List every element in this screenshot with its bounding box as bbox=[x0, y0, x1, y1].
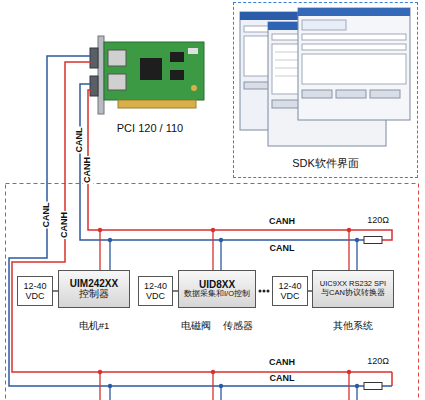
box-title: 12-40 VDC bbox=[20, 281, 50, 302]
bus-drop bbox=[99, 372, 100, 400]
ellipsis-dots bbox=[259, 290, 262, 293]
junction-dot bbox=[219, 384, 223, 388]
sdk-screenshot bbox=[370, 90, 400, 98]
junction-dot bbox=[355, 384, 359, 388]
can-wire bbox=[9, 56, 392, 386]
signal-name: CANL bbox=[42, 202, 52, 229]
pci-card bbox=[90, 36, 204, 114]
junction-dot bbox=[98, 228, 102, 232]
pci-card bbox=[90, 76, 98, 96]
ellipsis-dots bbox=[263, 290, 266, 293]
junction-dot bbox=[219, 238, 223, 242]
device-label: 其他系统 bbox=[333, 321, 373, 331]
junction-dot bbox=[347, 370, 351, 374]
resistor-symbol bbox=[364, 237, 382, 390]
pci-card bbox=[104, 42, 204, 100]
card-label: PCI 120 / 110 bbox=[117, 122, 183, 134]
pci-card bbox=[118, 100, 196, 108]
box-subtitle: 控制器 bbox=[79, 289, 109, 300]
sdk-screenshot bbox=[302, 54, 406, 84]
box-subtitle: 数据采集和I/O控制 bbox=[184, 290, 250, 299]
box-title: UIM242XX bbox=[70, 278, 118, 290]
can-wire bbox=[391, 372, 393, 386]
bus-drop bbox=[100, 230, 357, 400]
bus-drop bbox=[99, 230, 100, 270]
box-title: 12-40 VDC bbox=[275, 281, 305, 302]
signal-name: CANH bbox=[269, 358, 295, 368]
controller-box: UIM242XX控制器 bbox=[58, 270, 130, 308]
junction-dot bbox=[347, 228, 351, 232]
pci-card bbox=[90, 48, 98, 68]
device-label: 电机#1 bbox=[79, 321, 110, 331]
can-wire bbox=[80, 84, 364, 240]
resistor-symbol bbox=[364, 237, 382, 244]
signal-name: CANL bbox=[269, 374, 296, 384]
junction-dot bbox=[98, 370, 102, 374]
junction-dot bbox=[98, 228, 359, 388]
can-wire bbox=[9, 56, 392, 386]
power-box: 12-40 VDC bbox=[138, 276, 173, 306]
bus-drop bbox=[212, 230, 213, 270]
pci-card bbox=[191, 85, 197, 91]
pci-card bbox=[170, 70, 184, 80]
sdk-screenshot bbox=[298, 8, 410, 16]
bus-drop bbox=[109, 240, 110, 270]
signal-name: CANH bbox=[83, 156, 93, 184]
sdk-panel: SDK软件界面 bbox=[233, 2, 418, 178]
junction-dot bbox=[108, 384, 112, 388]
pci-card bbox=[188, 48, 198, 54]
power-box: 12-40 VDC bbox=[17, 276, 53, 306]
bus-drop bbox=[348, 230, 349, 270]
junction-dot bbox=[355, 238, 359, 242]
pci-card bbox=[108, 74, 126, 90]
pci-card bbox=[98, 36, 104, 114]
bus-drop bbox=[212, 372, 213, 400]
box-subtitle: 与CAN协议转换器 bbox=[321, 289, 385, 298]
pci-card bbox=[170, 52, 184, 62]
signal-name: CANH bbox=[60, 211, 70, 239]
box-title: 12-40 VDC bbox=[141, 281, 170, 302]
sdk-screenshot bbox=[302, 44, 406, 50]
converter-box: UIC9XX RS232 SPI与CAN协议转换器 bbox=[312, 270, 394, 308]
system-region bbox=[6, 184, 419, 400]
ellipsis-dots bbox=[259, 290, 270, 293]
device-label: 电磁阀 bbox=[181, 321, 211, 331]
sdk-screenshot bbox=[240, 8, 410, 146]
resistor-value: 120Ω bbox=[367, 216, 389, 226]
bus-drop bbox=[356, 240, 357, 270]
junction-dot bbox=[108, 238, 112, 242]
junction-dot bbox=[211, 370, 215, 374]
junction-dot bbox=[211, 228, 215, 232]
sdk-screenshot bbox=[302, 20, 346, 30]
power-box: 12-40 VDC bbox=[272, 276, 308, 306]
sdk-screenshot bbox=[336, 90, 366, 98]
box-title: UIC9XX RS232 SPI bbox=[320, 280, 386, 289]
sdk-screenshot bbox=[302, 90, 332, 98]
ellipsis-dots bbox=[267, 290, 270, 293]
sdk-screenshot bbox=[298, 8, 410, 120]
signal-name: CANH bbox=[269, 217, 295, 227]
signal-name: CANL bbox=[270, 244, 295, 254]
bus-drop bbox=[220, 240, 221, 270]
io-module-box: UID8XX数据采集和I/O控制 bbox=[178, 270, 256, 308]
signal-name: CANL bbox=[75, 127, 85, 154]
box-title: SDK软件界面 bbox=[292, 157, 359, 170]
resistor-symbol bbox=[364, 383, 382, 390]
can-wire bbox=[12, 62, 392, 372]
bus-drop bbox=[348, 372, 349, 400]
resistor-value: 120Ω bbox=[367, 357, 389, 367]
pci-card bbox=[108, 50, 126, 66]
box-title: UID8XX bbox=[199, 279, 235, 291]
sdk-screenshot bbox=[302, 34, 406, 40]
can-wire bbox=[88, 90, 392, 240]
device-label: 传感器 bbox=[223, 321, 253, 331]
pci-card bbox=[140, 58, 162, 80]
